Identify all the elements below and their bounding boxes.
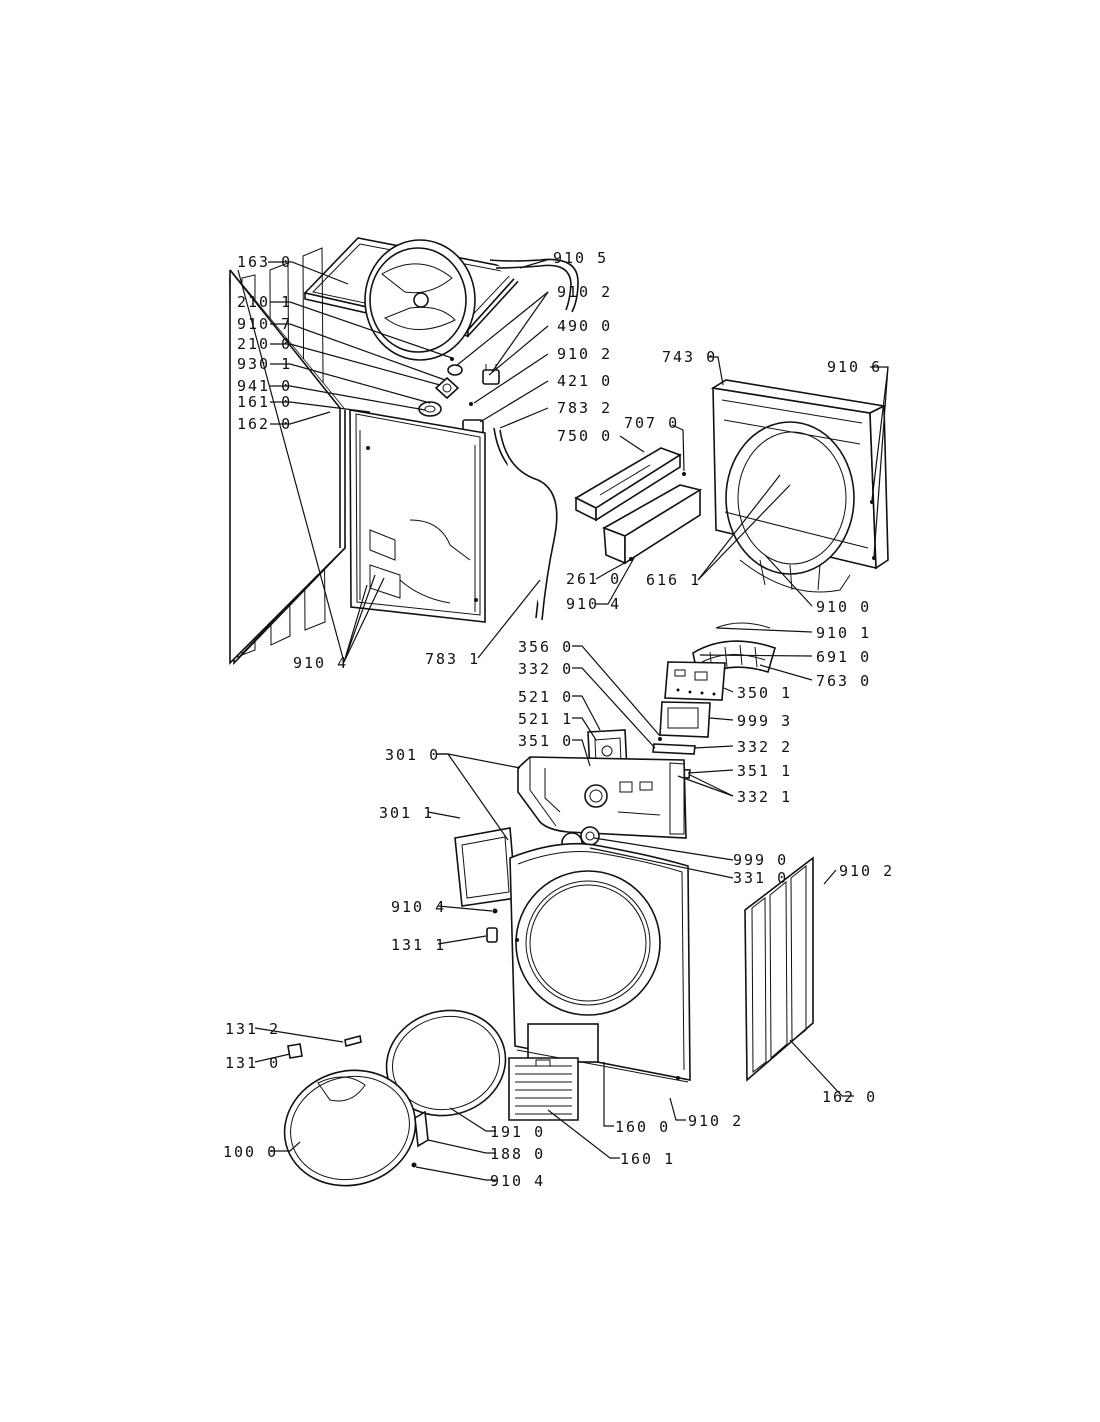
- knob-assembly-part: [418, 357, 463, 417]
- callout-783-2: 783 2: [557, 399, 613, 417]
- callout-941-0: 941 0: [237, 377, 293, 395]
- callout-160-0: 160 0: [615, 1118, 671, 1136]
- callout-421-0: 421 0: [557, 372, 613, 390]
- callout-930-1: 930 1: [237, 355, 293, 373]
- callout-131-2: 131 2: [225, 1020, 281, 1038]
- right-side-panel-part: [744, 856, 814, 1082]
- callout-783-1: 783 1: [425, 650, 481, 668]
- callout-301-1: 301 1: [379, 804, 435, 822]
- callout-521-1: 521 1: [518, 710, 574, 728]
- front-frame-part: [710, 379, 889, 593]
- callout-100-0: 100 0: [223, 1143, 279, 1161]
- callout-910-0: 910 0: [816, 598, 872, 616]
- callout-351-0: 351 0: [518, 732, 574, 750]
- callout-490-0: 490 0: [557, 317, 613, 335]
- door-part: [283, 1069, 429, 1187]
- rear-panel-part: [349, 239, 486, 623]
- callout-999-0: 999 0: [733, 851, 789, 869]
- callout-160-1: 160 1: [620, 1150, 676, 1168]
- callout-910-4-d: 910 4: [490, 1172, 546, 1190]
- callout-763-0: 763 0: [816, 672, 872, 690]
- leader-lines: [237, 258, 889, 1181]
- callout-743-0: 743 0: [662, 348, 718, 366]
- callout-910-4-b: 910 4: [293, 654, 349, 672]
- callout-616-1: 616 1: [646, 571, 702, 589]
- callout-332-2: 332 2: [737, 738, 793, 756]
- callout-750-0: 750 0: [557, 427, 613, 445]
- callout-131-1: 131 1: [391, 936, 447, 954]
- callout-521-0: 521 0: [518, 688, 574, 706]
- callout-331-0: 331 0: [733, 869, 789, 887]
- water-container-part: [574, 447, 703, 565]
- callout-356-0: 356 0: [518, 638, 574, 656]
- control-panel-part: [454, 756, 687, 907]
- callout-910-5: 910 5: [553, 249, 609, 267]
- callout-910-7: 910 7: [237, 315, 293, 333]
- callout-707-0: 707 0: [624, 414, 680, 432]
- callout-910-2-d: 910 2: [688, 1112, 744, 1130]
- front-panel-part: [509, 842, 691, 1083]
- callout-261-0: 261 0: [566, 570, 622, 588]
- callout-999-3: 999 3: [737, 712, 793, 730]
- callout-161-0: 161 0: [237, 393, 293, 411]
- callout-910-2-b: 910 2: [557, 345, 613, 363]
- callout-191-0: 191 0: [490, 1123, 546, 1141]
- callout-691-0: 691 0: [816, 648, 872, 666]
- callout-910-4-c: 910 4: [391, 898, 447, 916]
- left-side-panel-part: [229, 247, 346, 665]
- callout-210-0: 210 0: [237, 335, 293, 353]
- callout-910-2-c: 910 2: [839, 862, 895, 880]
- callout-131-0: 131 0: [225, 1054, 281, 1072]
- callout-332-0: 332 0: [518, 660, 574, 678]
- callout-910-1: 910 1: [816, 624, 872, 642]
- door-gasket-part: [385, 1009, 507, 1117]
- callout-163-0: 163 0: [237, 253, 293, 271]
- front-grille-part: [508, 1057, 579, 1121]
- callout-210-1: 210 1: [237, 293, 293, 311]
- callout-332-1: 332 1: [737, 788, 793, 806]
- drain-hose-part: [489, 258, 579, 621]
- callout-351-1: 351 1: [737, 762, 793, 780]
- callout-910-2-a: 910 2: [557, 283, 613, 301]
- callout-162-0-b: 162 0: [822, 1088, 878, 1106]
- callout-301-0: 301 0: [385, 746, 441, 764]
- callout-162-0-a: 162 0: [237, 415, 293, 433]
- callout-910-6: 910 6: [827, 358, 883, 376]
- callout-910-4-a: 910 4: [566, 595, 622, 613]
- callout-350-1: 350 1: [737, 684, 793, 702]
- callout-188-0: 188 0: [490, 1145, 546, 1163]
